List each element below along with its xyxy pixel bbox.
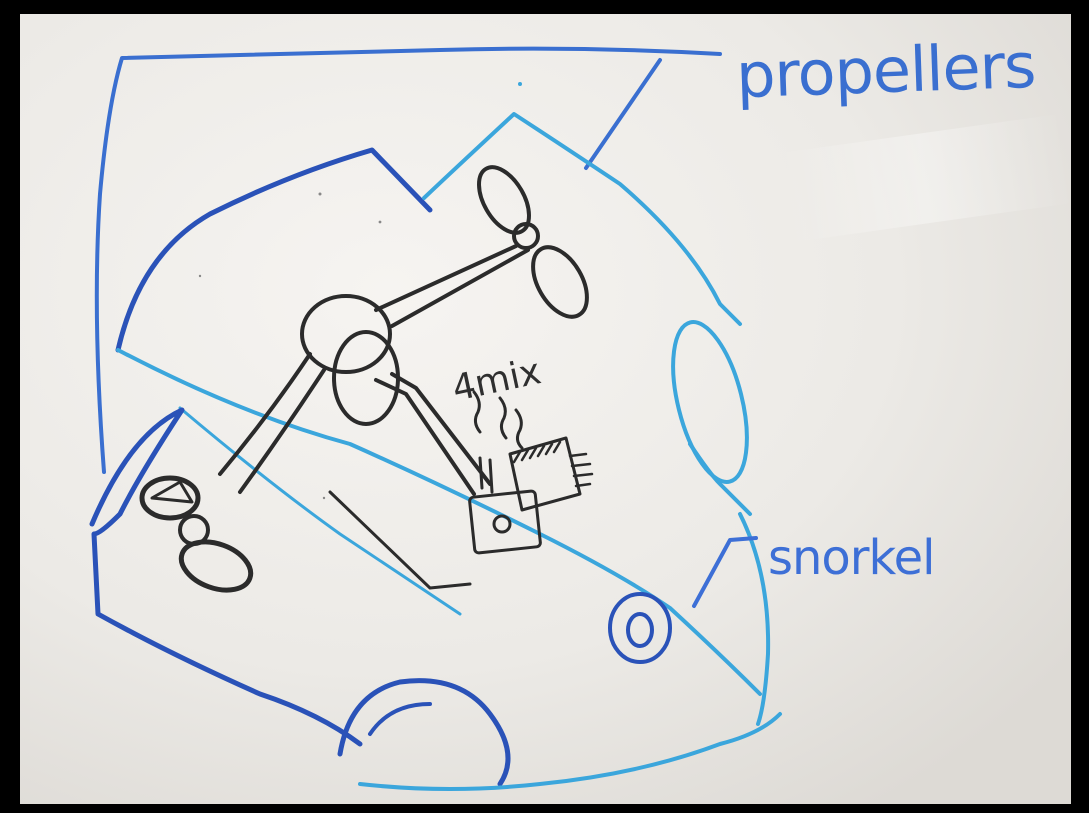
whiteboard-drawing <box>20 14 1071 804</box>
whiteboard: propellers snorkel 4mix <box>20 14 1071 804</box>
